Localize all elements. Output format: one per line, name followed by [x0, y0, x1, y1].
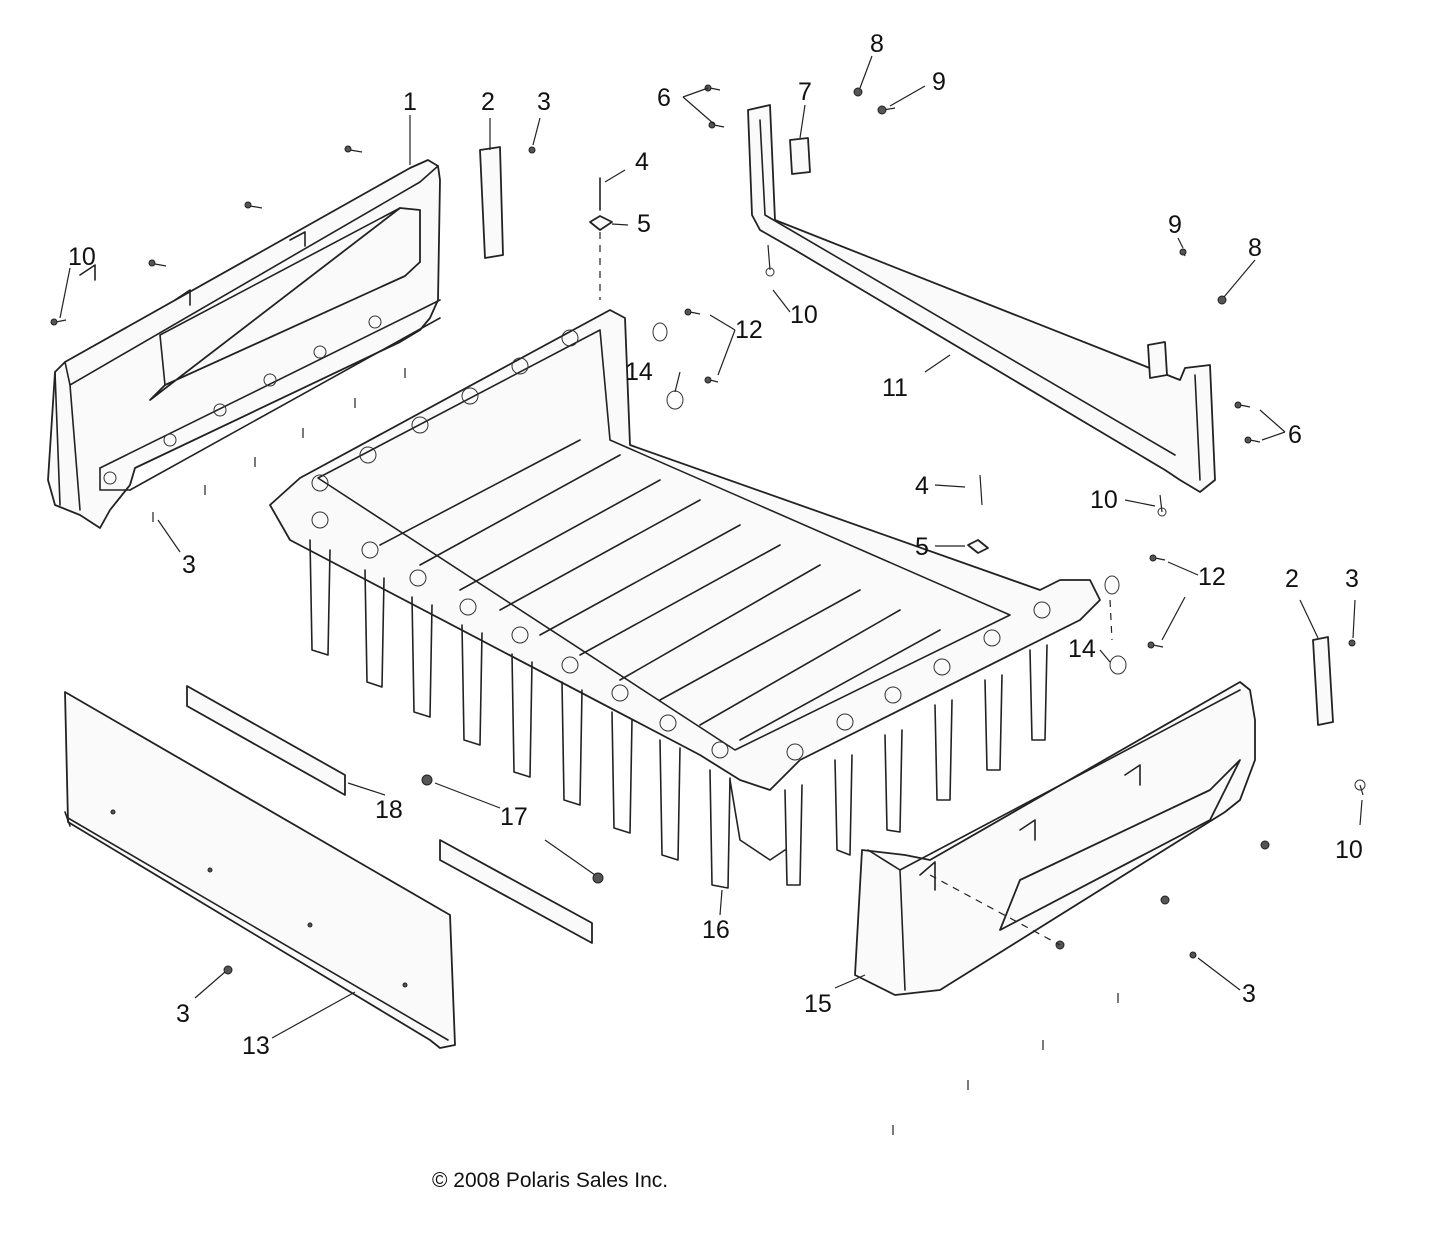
- bracket-7-upper: [789, 137, 811, 175]
- callout-18: 18: [375, 796, 403, 824]
- callout-3: 3: [182, 551, 196, 579]
- callout-8: 8: [1248, 234, 1262, 262]
- pin-and-clip-upper: [589, 177, 613, 300]
- callout-10: 10: [790, 301, 818, 329]
- callout-6: 6: [1288, 421, 1302, 449]
- screw-3-upper: [528, 146, 536, 154]
- callout-9: 9: [932, 68, 946, 96]
- callout-4: 4: [915, 472, 929, 500]
- callout-3: 3: [1242, 980, 1256, 1008]
- leader-lines: [59, 55, 1363, 1039]
- callout-14: 14: [1068, 635, 1096, 663]
- callout-4: 4: [635, 148, 649, 176]
- callout-labels: 1 2 3 10 3 4 5 6 7 8 9 10 12 14 11 9 8 6…: [68, 30, 1363, 1192]
- callout-11: 11: [882, 374, 908, 402]
- callout-5: 5: [915, 533, 929, 561]
- copyright-notice: © 2008 Polaris Sales Inc.: [432, 1169, 668, 1192]
- callout-6: 6: [657, 84, 671, 112]
- callout-15: 15: [804, 990, 832, 1018]
- callout-2: 2: [481, 88, 495, 116]
- callout-10: 10: [1335, 836, 1363, 864]
- callout-10: 10: [1090, 486, 1118, 514]
- retainer-lower: [1312, 636, 1334, 726]
- callout-3: 3: [1345, 565, 1359, 593]
- cargo-box: [269, 309, 1101, 889]
- callout-10: 10: [68, 243, 96, 271]
- callout-9: 9: [1168, 211, 1182, 239]
- callout-12: 12: [1198, 563, 1226, 591]
- callout-3: 3: [537, 88, 551, 116]
- left-side-panel: [47, 159, 441, 529]
- rear-frame: [747, 104, 1216, 493]
- seal-18-upper: [186, 685, 346, 796]
- callout-12: 12: [735, 316, 763, 344]
- callout-14: 14: [625, 358, 653, 386]
- bolts-left-panel: [50, 145, 406, 522]
- callout-16: 16: [702, 916, 730, 944]
- callout-2: 2: [1285, 565, 1299, 593]
- tailgate-panel: [64, 691, 456, 1049]
- hardware: [223, 84, 1366, 1135]
- callout-7: 7: [798, 78, 812, 106]
- retainer-upper: [479, 146, 504, 259]
- callout-13: 13: [242, 1032, 270, 1060]
- callout-8: 8: [870, 30, 884, 58]
- callout-1: 1: [403, 88, 417, 116]
- seal-18-lower: [439, 839, 593, 944]
- right-side-panel: [854, 681, 1256, 996]
- bracket-7-lower: [1147, 341, 1168, 379]
- callout-3: 3: [176, 1000, 190, 1028]
- callout-5: 5: [637, 210, 651, 238]
- callout-17: 17: [500, 803, 528, 831]
